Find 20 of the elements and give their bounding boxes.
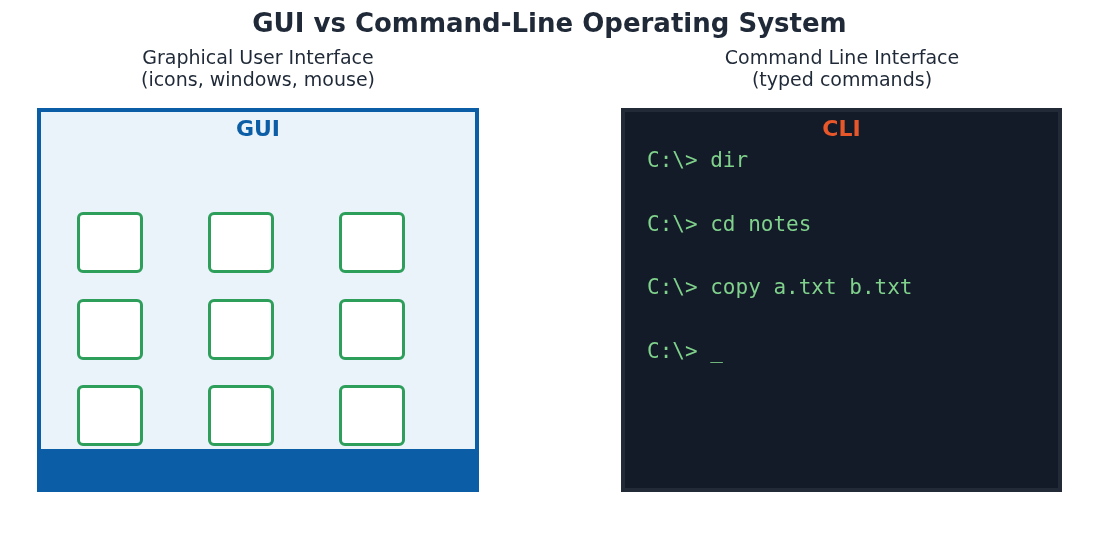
- terminal-window: [621, 108, 1062, 492]
- command-text: C:\> dir: [647, 148, 749, 172]
- command-text: C:\> cd notes: [647, 212, 812, 236]
- gui-window: [37, 108, 479, 492]
- command-text: C:\> _: [647, 339, 723, 363]
- desktop-icon: [77, 385, 143, 446]
- desktop-icon: [208, 299, 274, 360]
- panel-caption: Graphical User Interface (icons, windows, mouse): [140, 46, 376, 90]
- desktop-icon: [208, 385, 274, 446]
- desktop-icon: [77, 299, 143, 360]
- desktop-icon: [77, 212, 143, 273]
- panel-heading: GUI: [234, 116, 282, 142]
- panel-heading: CLI: [821, 116, 862, 142]
- panel-caption: Command Line Interface (typed commands): [723, 46, 961, 90]
- diagram-title: GUI vs Command-Line Operating System: [251, 8, 848, 38]
- desktop-icon: [339, 385, 405, 446]
- desktop-icon: [339, 212, 405, 273]
- desktop-icon: [208, 212, 274, 273]
- desktop-icon: [339, 299, 405, 360]
- command-text: C:\> copy a.txt b.txt: [647, 275, 913, 299]
